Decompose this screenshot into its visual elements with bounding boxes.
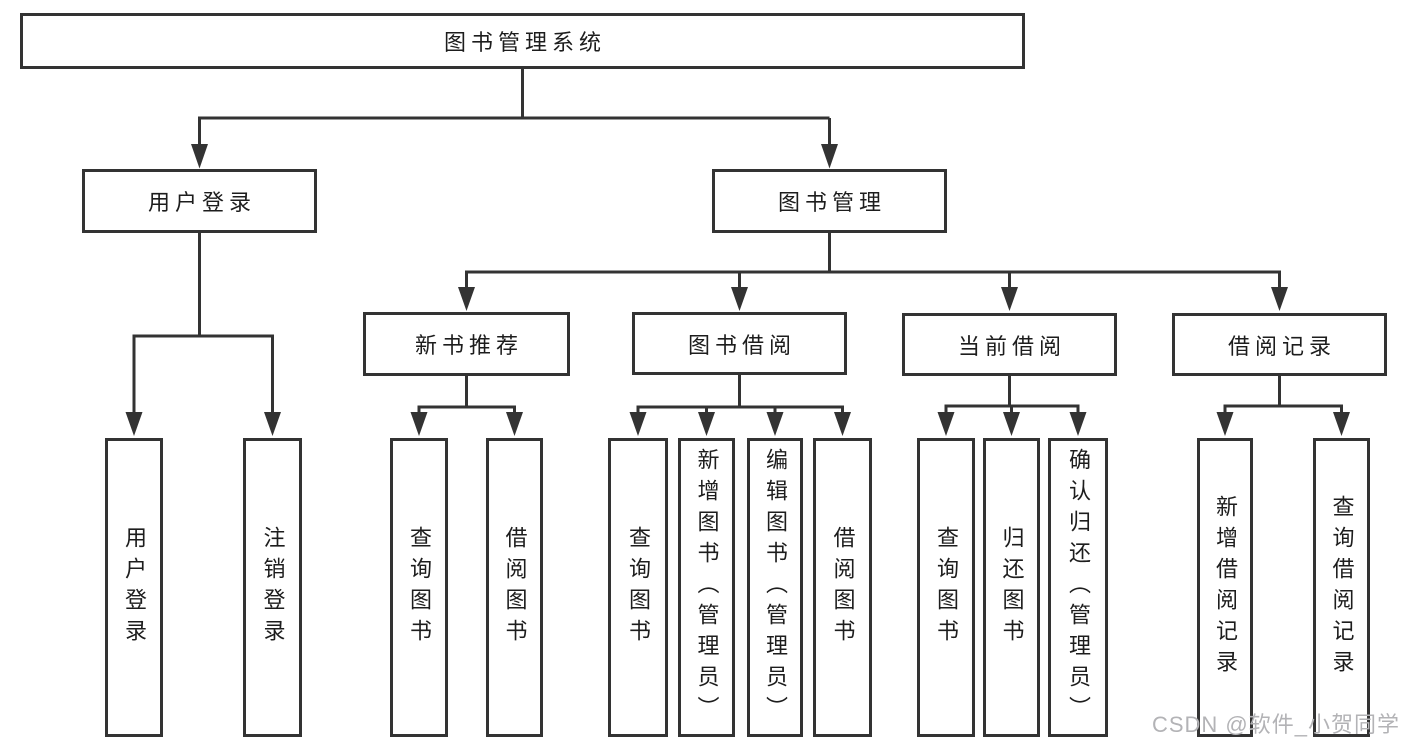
arrow-head <box>821 144 838 169</box>
arrow-head <box>1216 412 1234 436</box>
arrow-head <box>834 412 851 436</box>
leaf-return-book: 归还图书 <box>983 438 1040 737</box>
node-label: 当前借阅 <box>957 333 1066 359</box>
node-label: 编辑图书（管理员） <box>763 448 788 727</box>
connector-bookmgmt-to-level3 <box>465 233 1281 293</box>
arrow-head <box>731 287 748 311</box>
node-label: 查询图书 <box>407 525 432 650</box>
node-label: 用户登录 <box>147 190 256 215</box>
node-label: 用户登录 <box>122 525 147 650</box>
node-label: 图书借阅 <box>687 332 796 358</box>
arrow-head <box>1001 287 1018 311</box>
arrow-head <box>264 412 281 436</box>
node-label: 归还图书 <box>999 525 1025 650</box>
leaf-query-book-recommend: 查询图书 <box>390 438 448 737</box>
arrow-head <box>1003 412 1020 436</box>
arrow-head <box>410 412 428 436</box>
arrow-head <box>629 412 647 436</box>
arrow-head <box>191 144 208 169</box>
connector-borrowrecord-to-leaves <box>1223 376 1343 418</box>
connector-bookborrow-to-leaves <box>636 375 844 418</box>
node-root-system: 图书管理系统 <box>20 13 1025 69</box>
leaf-logout: 注销登录 <box>243 438 302 737</box>
node-book-borrow: 图书借阅 <box>632 312 847 375</box>
arrow-head <box>1069 412 1087 436</box>
arrow-head <box>506 412 523 436</box>
node-current-borrow: 当前借阅 <box>902 313 1117 376</box>
connector-userlogin-to-leaves <box>132 233 274 418</box>
node-label: 图书管理系统 <box>443 30 606 55</box>
node-label: 借阅图书 <box>502 525 528 650</box>
leaf-query-book-borrow: 查询图书 <box>608 438 668 737</box>
leaf-borrow-book-recommend: 借阅图书 <box>486 438 543 737</box>
connector-currentborrow-to-leaves <box>944 376 1080 418</box>
arrow-head <box>1271 287 1288 311</box>
node-label: 新书推荐 <box>414 333 523 358</box>
leaf-query-book-current: 查询图书 <box>917 438 975 737</box>
arrow-head <box>125 412 143 436</box>
node-new-book-recommend: 新书推荐 <box>363 312 570 376</box>
node-label: 图书管理 <box>777 190 886 215</box>
node-book-management: 图书管理 <box>712 169 947 233</box>
leaf-edit-book-admin: 编辑图书（管理员） <box>747 438 803 737</box>
node-label: 新增借阅记录 <box>1213 494 1238 681</box>
node-label: 注销登录 <box>260 525 286 650</box>
connector-newbookrec-to-leaves <box>417 376 516 418</box>
node-user-login: 用户登录 <box>82 169 317 233</box>
leaf-add-book-admin: 新增图书（管理员） <box>678 438 735 737</box>
arrow-head <box>458 287 475 311</box>
node-label: 查询借阅记录 <box>1329 494 1355 681</box>
arrow-head <box>937 412 955 436</box>
node-label: 确认归还（管理员） <box>1066 448 1091 727</box>
connector-root-to-level2 <box>198 69 831 150</box>
leaf-borrow-book: 借阅图书 <box>813 438 872 737</box>
node-label: 借阅记录 <box>1227 333 1336 359</box>
leaf-query-borrow-record: 查询借阅记录 <box>1313 438 1370 737</box>
arrow-head <box>766 412 784 436</box>
leaf-add-borrow-record: 新增借阅记录 <box>1197 438 1253 737</box>
arrow-head <box>1333 412 1350 436</box>
arrow-head <box>698 412 715 436</box>
node-label: 查询图书 <box>626 525 651 650</box>
watermark: CSDN @软件_小贺同学 <box>1151 712 1400 737</box>
node-label: 借阅图书 <box>830 525 856 650</box>
node-label: 新增图书（管理员） <box>694 448 720 727</box>
leaf-confirm-return-admin: 确认归还（管理员） <box>1048 438 1108 737</box>
leaf-user-login: 用户登录 <box>105 438 163 737</box>
node-label: 查询图书 <box>934 525 959 650</box>
node-borrow-record: 借阅记录 <box>1172 313 1387 376</box>
